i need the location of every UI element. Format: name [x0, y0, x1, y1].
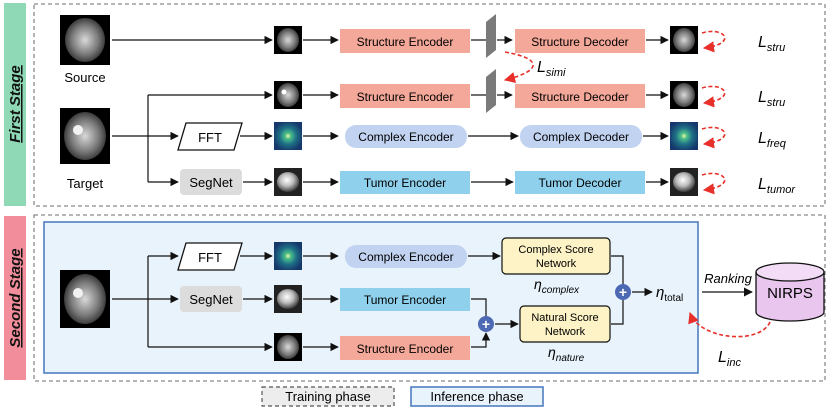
- natural-score-label-1: Natural Score: [531, 312, 598, 324]
- natural-score-network: [519, 305, 611, 343]
- tumor-encoder-1-label: Tumor Encoder: [364, 176, 446, 190]
- eta-total: ηtotal: [656, 284, 683, 304]
- loss-simi: Lsimi: [537, 59, 566, 79]
- source-brain: [65, 18, 105, 62]
- svg-text:+: +: [482, 316, 490, 332]
- structure-decoder-2-label: Structure Decoder: [531, 90, 628, 104]
- legend-inference-label: Inference phase: [430, 389, 523, 404]
- target-brain: [64, 112, 106, 160]
- structure-encoder-1-label: Structure Encoder: [357, 35, 454, 49]
- loss-arrow-simi: [503, 51, 534, 83]
- first-stage-frame: [33, 3, 826, 207]
- natural-score-label-2: Network: [545, 326, 586, 338]
- segnet-block-2: [180, 286, 242, 312]
- legend-training-label: Training phase: [285, 389, 371, 404]
- fft-block-1-label: FFT: [198, 130, 222, 145]
- eta-complex: ηcomplex: [534, 276, 580, 296]
- segnet-block-1: [180, 169, 242, 195]
- loss-tumor: Ltumor: [758, 176, 796, 196]
- structure-decoder-2: [515, 84, 645, 108]
- complex-decoder-label: Complex Decoder: [533, 130, 629, 144]
- loss-arrow-inc: [688, 311, 771, 338]
- second-stage-band: [4, 216, 26, 380]
- loss-arrow-stru-2: [701, 85, 726, 108]
- structure-encoder-2: [340, 84, 470, 108]
- structure-decoder-1-label: Structure Decoder: [531, 35, 628, 49]
- svg-text:+: +: [619, 284, 627, 300]
- loss-freq: Lfreq: [758, 130, 787, 150]
- legend-training-box: [261, 386, 395, 407]
- row3-fft-thumb: [274, 122, 302, 150]
- tumor-decoder: [515, 171, 645, 194]
- complex-encoder-1: [345, 125, 467, 148]
- complex-score-label-1: Complex Score: [518, 244, 593, 256]
- segnet-block-1-label: SegNet: [189, 175, 233, 190]
- loss-arrow-freq: [701, 126, 726, 149]
- fft-block-1: [177, 122, 243, 151]
- plus-node-total: [615, 284, 631, 300]
- structure-encoder-3: [340, 336, 470, 360]
- loss-arrow-tumor: [701, 172, 726, 195]
- first-stage-label: First Stage: [7, 65, 24, 143]
- latent-2: [486, 69, 496, 113]
- second-stage-label: Second Stage: [7, 248, 24, 347]
- legend-inference-box: [410, 386, 544, 407]
- second-stage-frame: [33, 214, 826, 382]
- structure-encoder-2-label: Structure Encoder: [357, 90, 454, 104]
- complex-score-label-2: Network: [536, 258, 577, 270]
- first-stage-band: [4, 3, 26, 206]
- nirps-label: NIRPS: [767, 285, 813, 302]
- complex-encoder-2-label: Complex Encoder: [358, 250, 453, 264]
- latent-1: [486, 14, 496, 58]
- fft-block-2-label: FFT: [198, 250, 222, 265]
- source-label: Source: [64, 70, 105, 85]
- inference-fft-thumb: [274, 242, 302, 270]
- row3-output-fft: [670, 122, 698, 150]
- target-label: Target: [67, 176, 104, 191]
- tumor-encoder-2-label: Tumor Encoder: [364, 293, 446, 307]
- structure-decoder-1: [515, 29, 645, 53]
- tumor-encoder-1: [340, 171, 470, 194]
- loss-stru-2: Lstru: [758, 89, 785, 109]
- inference-brain: [64, 274, 106, 324]
- complex-encoder-2: [345, 245, 467, 268]
- loss-inc: Linc: [718, 349, 741, 369]
- structure-encoder-3-label: Structure Encoder: [357, 342, 454, 356]
- segnet-block-2-label: SegNet: [189, 292, 233, 307]
- tumor-encoder-2: [340, 288, 470, 311]
- plus-node-natural: [478, 316, 494, 332]
- complex-encoder-1-label: Complex Encoder: [358, 130, 453, 144]
- eta-nature: ηnature: [548, 344, 585, 364]
- complex-score-network: [501, 237, 611, 275]
- complex-decoder: [520, 125, 642, 148]
- loss-arrow-stru-1: [701, 30, 726, 53]
- ranking-label: Ranking: [704, 271, 752, 286]
- tumor-decoder-label: Tumor Decoder: [539, 176, 622, 190]
- fft-block-2: [177, 242, 243, 271]
- structure-encoder-1: [340, 29, 470, 53]
- nirps-database: [755, 262, 825, 322]
- loss-stru-1: Lstru: [758, 34, 785, 54]
